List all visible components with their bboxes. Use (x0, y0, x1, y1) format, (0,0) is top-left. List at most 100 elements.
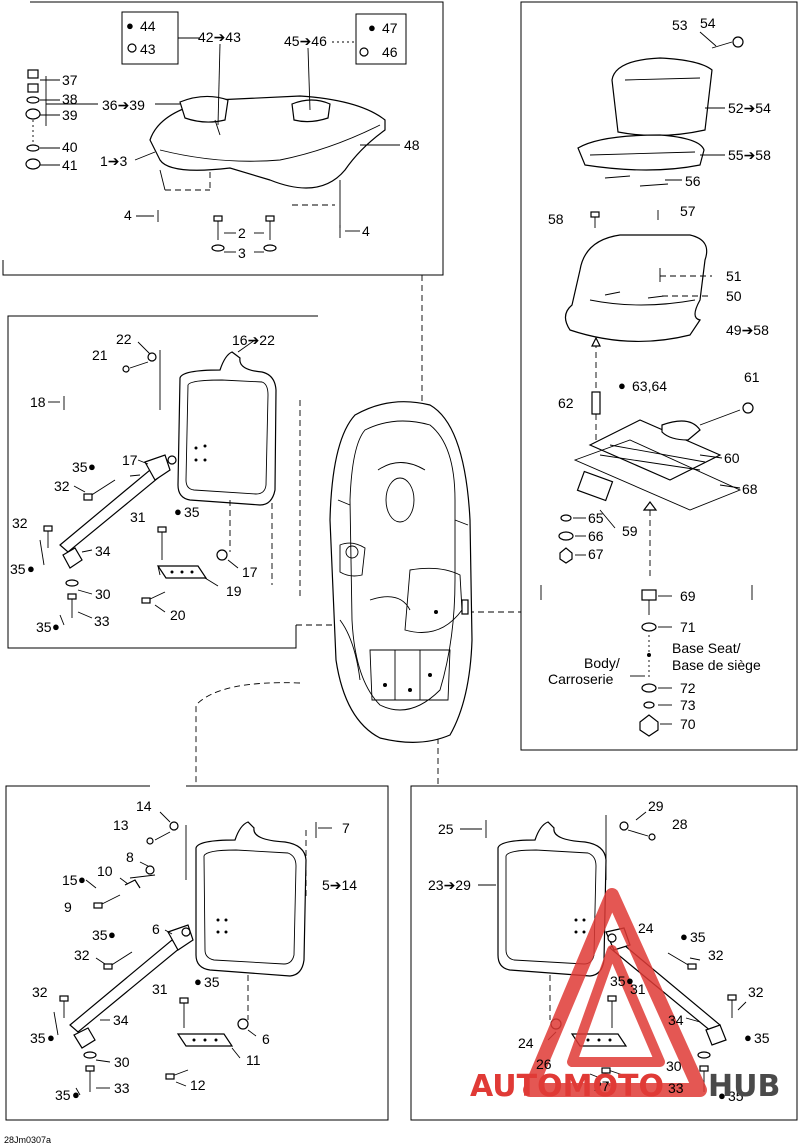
drop-icon: ● (194, 974, 202, 989)
drop-icon: ● (72, 1087, 80, 1102)
callout-32: 32 (748, 984, 764, 1000)
callout-69: 69 (680, 588, 696, 604)
callout-32: 32 (32, 984, 48, 1000)
callout-32: 32 (74, 947, 90, 963)
label-body: Body/ (584, 655, 620, 671)
callout-35: 35 (10, 561, 26, 577)
callout-30: 30 (114, 1054, 130, 1070)
callout-12: 12 (190, 1077, 206, 1093)
drop-icon: ● (718, 1088, 726, 1103)
callout-58: 58 (548, 211, 564, 227)
rear-bench-hardware (25, 37, 400, 253)
callout-46: 46 (382, 44, 398, 60)
drop-icon: ● (47, 1030, 55, 1045)
callout-32: 32 (54, 478, 70, 494)
callout-33: 33 (114, 1080, 130, 1096)
callout-26: 26 (536, 1056, 552, 1072)
frame-base-seat (520, 1, 798, 751)
base-seat-assembly (540, 31, 754, 737)
callout-8: 8 (126, 849, 134, 865)
callout-52-54: 52➔54 (728, 100, 771, 116)
callout-65: 65 (588, 510, 604, 526)
callout-61: 61 (744, 369, 760, 385)
callout-2: 2 (238, 225, 246, 241)
drop-icon: ● (126, 18, 134, 33)
callout-3: 3 (238, 245, 246, 261)
drop-icon: ● (78, 872, 86, 887)
callout-35: 35 (72, 459, 88, 475)
callout-44: 44 (140, 18, 156, 34)
callout-35: 35 (690, 929, 706, 945)
callout-29: 29 (648, 798, 664, 814)
callout-39: 39 (62, 107, 78, 123)
callout-15: 15 (62, 872, 78, 888)
callout-25: 25 (438, 821, 454, 837)
callout-70: 70 (680, 716, 696, 732)
watermark-triangle-outer (523, 888, 707, 1097)
callout-35: 35 (754, 1030, 770, 1046)
callout-54: 54 (700, 15, 716, 31)
callout-31: 31 (152, 981, 168, 997)
drop-icon: ● (52, 619, 60, 634)
callout-40: 40 (62, 139, 78, 155)
callout-49-58: 49➔58 (726, 322, 769, 338)
callout-35: 35 (36, 619, 52, 635)
callout-35: 35 (92, 927, 108, 943)
callout-38: 38 (62, 91, 78, 107)
callout-37: 37 (62, 72, 78, 88)
callout-71: 71 (680, 619, 696, 635)
passenger-seat-right (460, 811, 747, 1092)
watermark-text-automoto: AUTOMOTO (470, 1069, 664, 1104)
callout-34: 34 (668, 1012, 684, 1028)
callout-50: 50 (726, 288, 742, 304)
callout-6: 6 (152, 921, 160, 937)
callout-4: 4 (124, 207, 132, 223)
drop-icon: ● (680, 929, 688, 944)
callout-16-22: 16➔22 (232, 332, 275, 348)
callout-63-64: 63,64 (632, 378, 667, 394)
hull-top-view (329, 401, 473, 743)
frame-passenger-seat-left (5, 785, 389, 1121)
callout-35: 35 (184, 504, 200, 520)
callout-5-14: 5➔14 (322, 877, 357, 893)
callout-24: 24 (518, 1035, 534, 1051)
callout-13: 13 (113, 817, 129, 833)
watermark-triangle-inner (567, 945, 665, 1067)
callout-73: 73 (680, 697, 696, 713)
callout-59: 59 (622, 523, 638, 539)
callout-45-46: 45➔46 (284, 33, 327, 49)
callout-1-3: 1➔3 (100, 153, 128, 169)
callout-67: 67 (588, 546, 604, 562)
callout-35: 35 (728, 1088, 744, 1104)
callout-35: 35 (30, 1030, 46, 1046)
callout-11: 11 (246, 1052, 261, 1068)
callout-35: 35 (610, 973, 626, 989)
callout-33: 33 (668, 1080, 684, 1096)
callout-27: 27 (594, 1078, 610, 1094)
callout-57: 57 (680, 203, 696, 219)
callout-30: 30 (666, 1058, 682, 1074)
callout-4: 4 (362, 223, 370, 239)
callout-53: 53 (672, 17, 688, 33)
callout-17: 17 (122, 452, 138, 468)
part-labels: ● 44 43 42➔43 45➔46 ● 47 46 37 38 39 36➔… (4, 15, 780, 1145)
callout-23-29: 23➔29 (428, 877, 471, 893)
callout-7: 7 (342, 820, 350, 836)
callout-32: 32 (708, 947, 724, 963)
callout-22: 22 (116, 331, 132, 347)
label-base-seat: Base Seat/ (672, 640, 741, 656)
watermark-logo (523, 888, 707, 1097)
front-seat-left (39, 339, 301, 626)
frame-front-seat-left (7, 315, 318, 649)
callout-21: 21 (92, 347, 108, 363)
callout-66: 66 (588, 528, 604, 544)
callout-10: 10 (97, 863, 113, 879)
callout-31: 31 (130, 509, 146, 525)
drop-icon: ● (618, 378, 626, 393)
callout-72: 72 (680, 680, 696, 696)
callout-30: 30 (95, 586, 111, 602)
callout-33: 33 (94, 613, 110, 629)
callout-24: 24 (638, 920, 654, 936)
callout-9: 9 (64, 899, 72, 915)
